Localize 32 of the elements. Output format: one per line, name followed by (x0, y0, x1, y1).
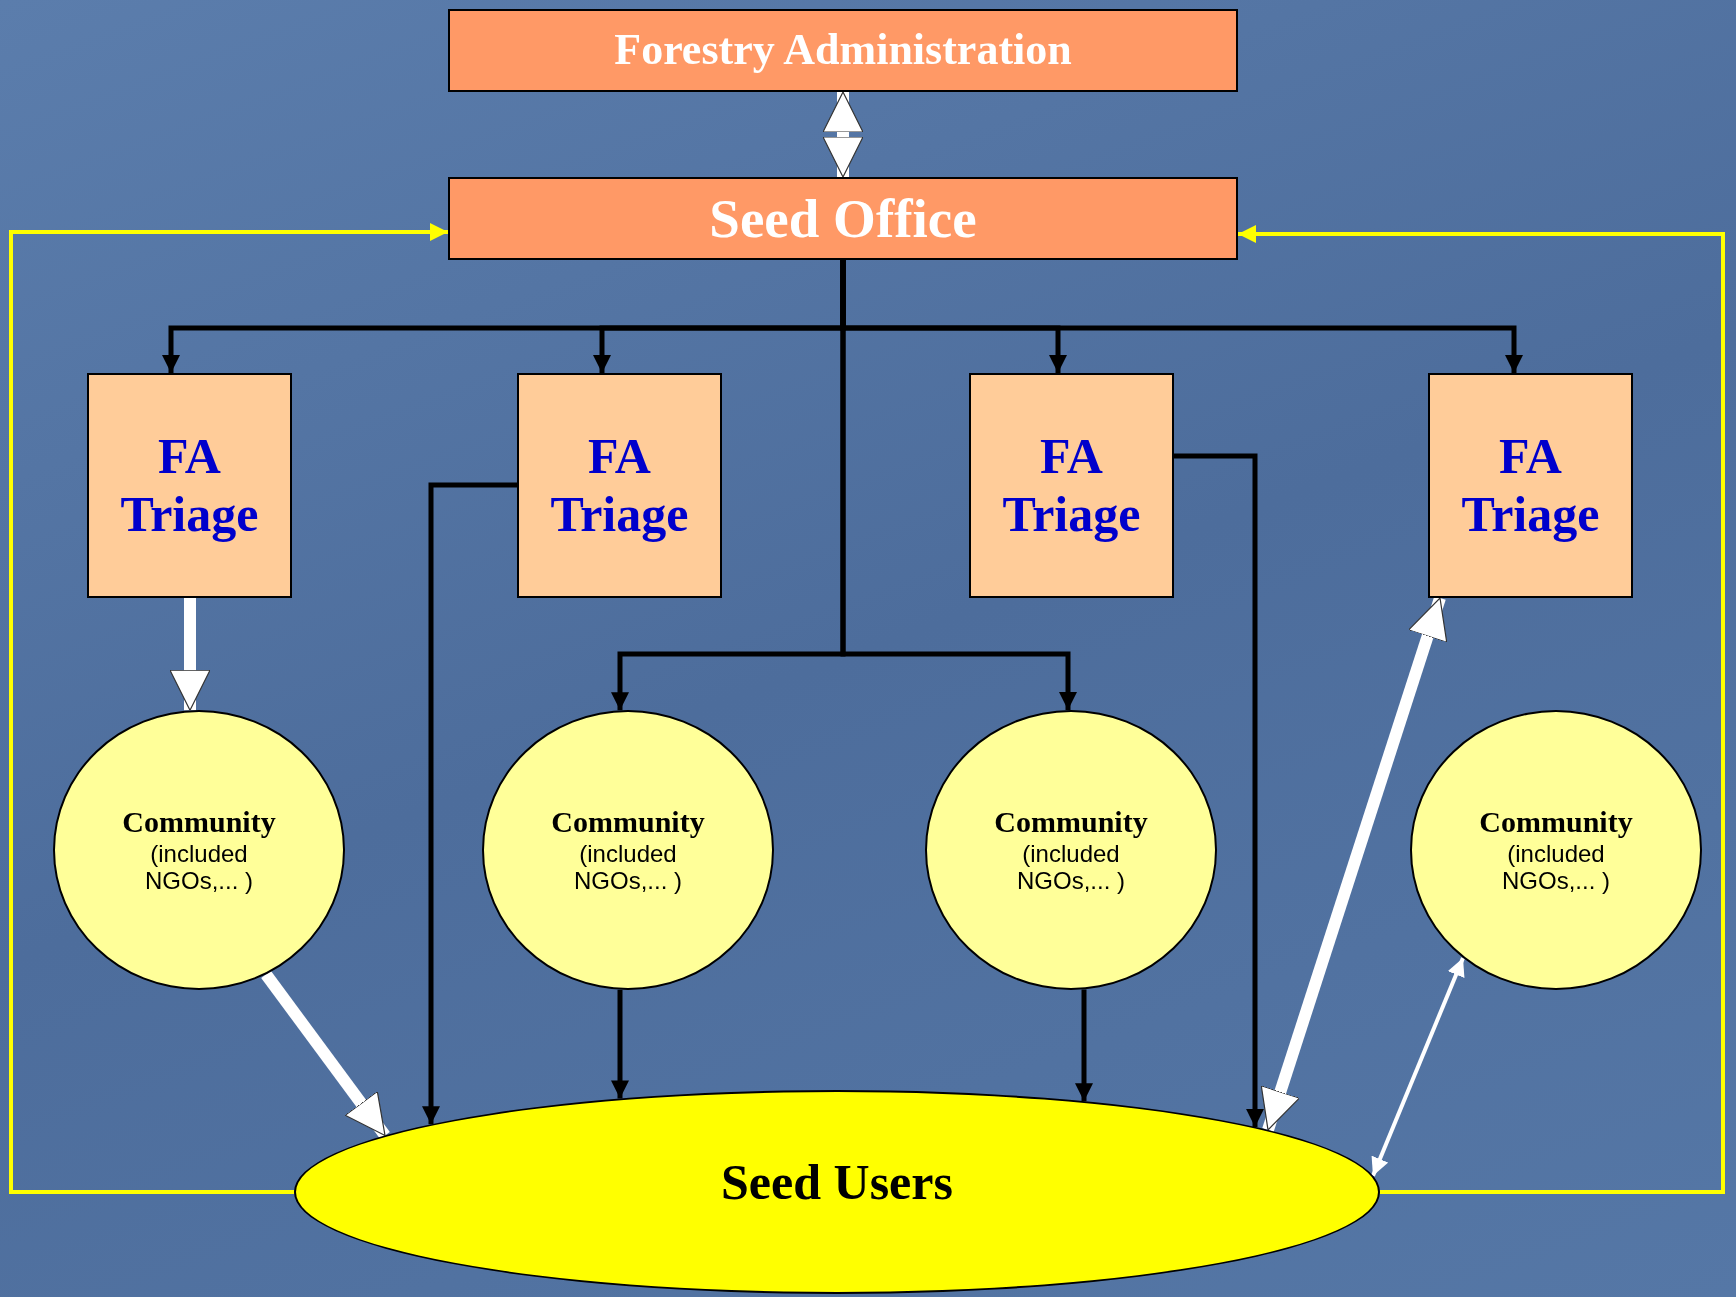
node-label: Seed Users (721, 1154, 953, 1212)
node-label: FA Triage (1460, 428, 1601, 543)
arrow (1260, 596, 1448, 1132)
node-label: FA Triage (549, 428, 690, 543)
node-label: Community (122, 805, 276, 840)
arrow (1238, 225, 1725, 1194)
node-label: Forestry Administration (614, 25, 1072, 76)
node-label: (included NGOs,... ) (144, 839, 254, 895)
node-label: Seed Office (709, 186, 977, 251)
node-label: Community (1479, 805, 1633, 840)
node-label: (included NGOs,... ) (1501, 839, 1611, 895)
arrow (822, 91, 864, 178)
arrow (422, 482, 517, 1125)
arrow (611, 989, 629, 1099)
node-label: Community (994, 805, 1148, 840)
arrow (261, 970, 390, 1140)
title-box (448, 9, 1238, 92)
arrow (9, 223, 448, 1194)
arrow (169, 598, 211, 711)
triage-box (87, 373, 292, 598)
node-label: Community (551, 805, 705, 840)
node-label: FA Triage (119, 428, 260, 543)
arrow (1371, 957, 1465, 1177)
title-box (448, 177, 1238, 260)
arrow (1174, 453, 1264, 1127)
node-label: FA Triage (1001, 428, 1142, 543)
arrow (1075, 989, 1093, 1102)
node-label: (included NGOs,... ) (573, 839, 683, 895)
node-label: (included NGOs,... ) (1016, 839, 1126, 895)
triage-box (517, 373, 722, 598)
triage-box (969, 373, 1174, 598)
triage-box (1428, 373, 1633, 598)
